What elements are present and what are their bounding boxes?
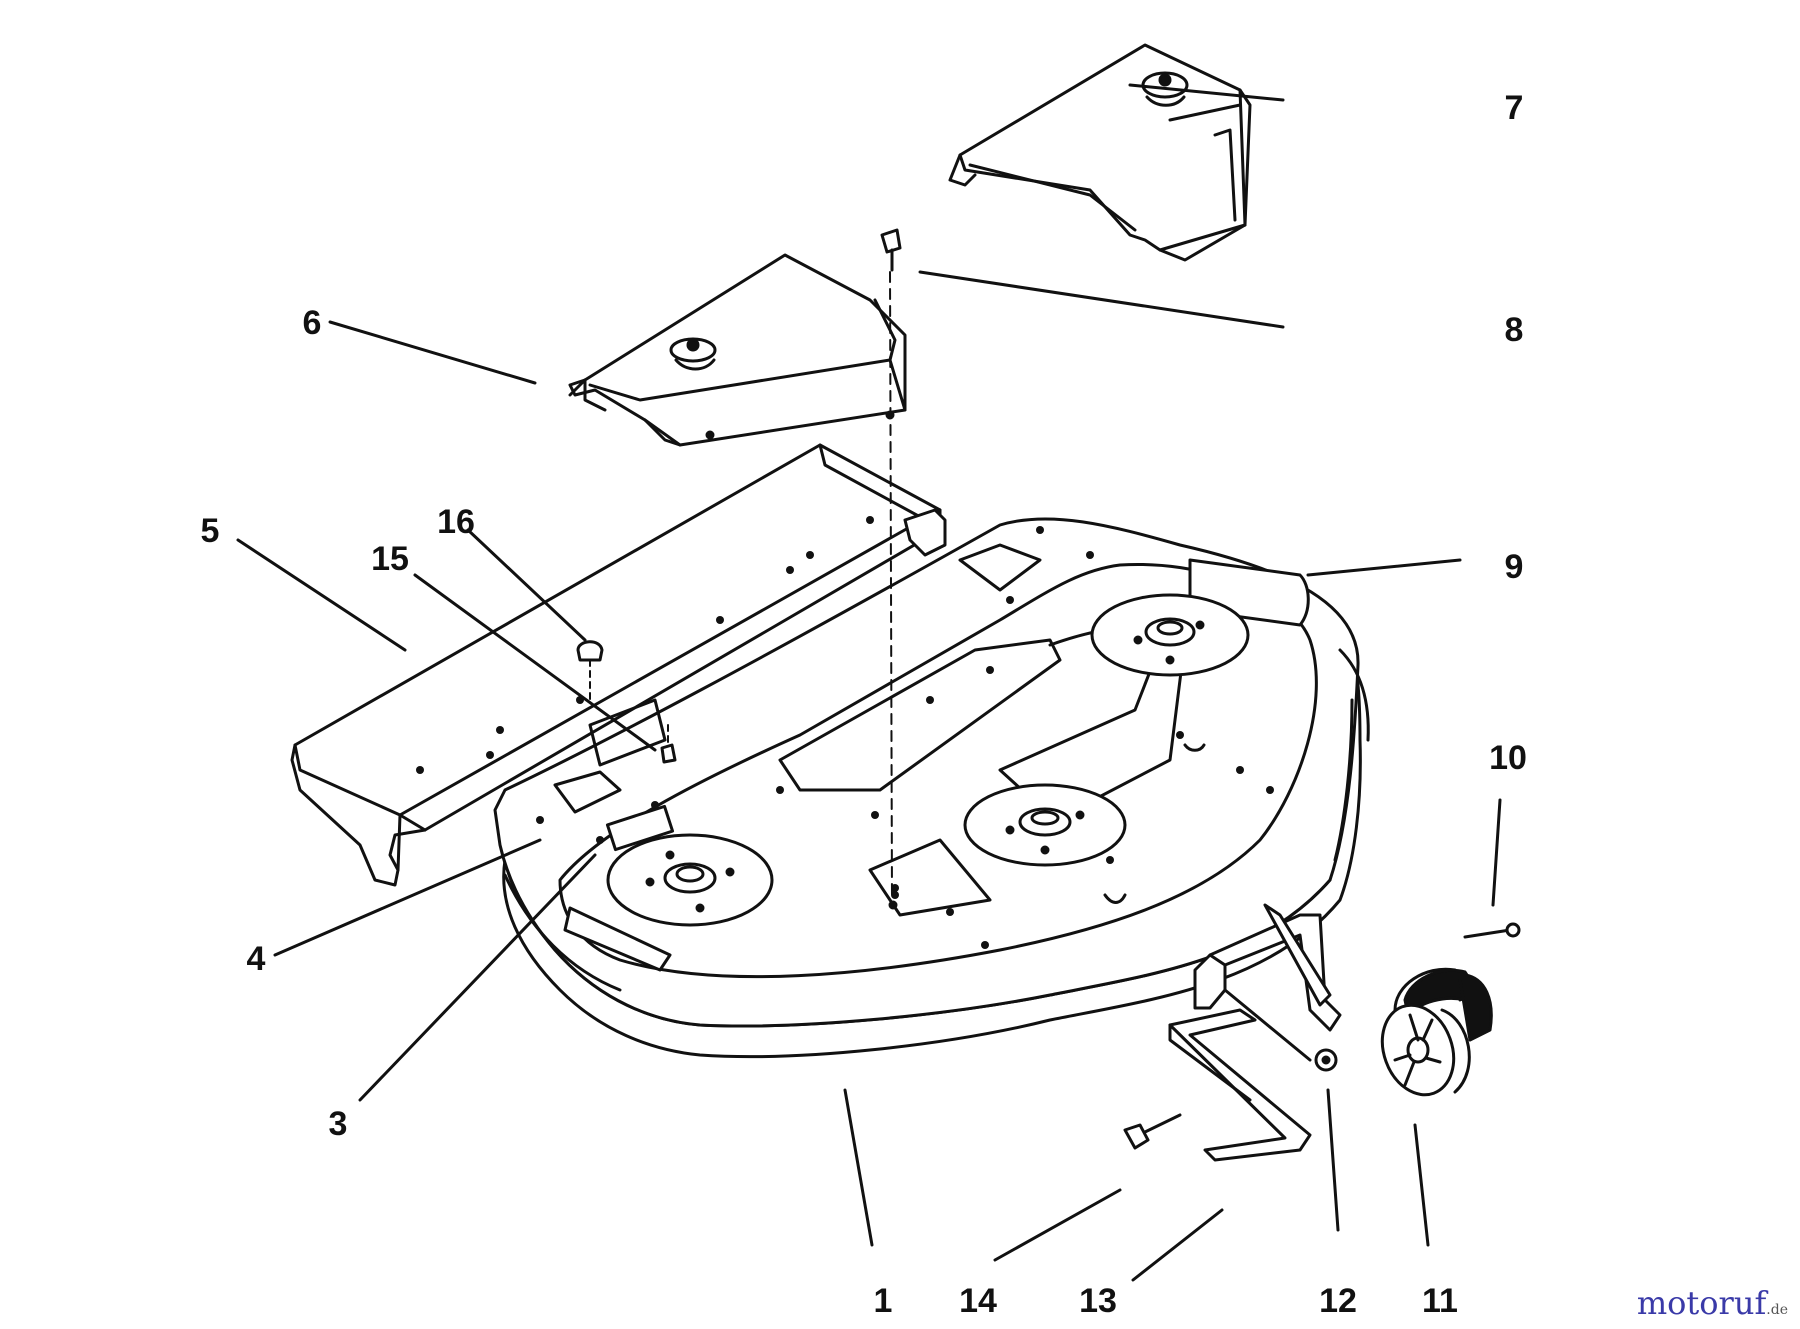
callout-10: 10 — [1489, 739, 1527, 777]
front-cover — [290, 443, 947, 887]
callout-7: 7 — [1504, 89, 1524, 127]
callout-12: 12 — [1319, 1282, 1357, 1320]
mower-deck — [493, 517, 1370, 1059]
callout-15: 15 — [371, 540, 409, 578]
watermark-tld: .de — [1766, 1302, 1788, 1318]
wheel-bracket — [1123, 903, 1521, 1162]
gauge-wheel — [1380, 967, 1493, 1097]
callout-5: 5 — [200, 512, 220, 550]
callout-8: 8 — [1504, 311, 1524, 349]
callout-9: 9 — [1504, 548, 1524, 586]
callout-4: 4 — [246, 940, 266, 978]
cover-bolt — [576, 228, 902, 910]
callout-14: 14 — [959, 1282, 997, 1320]
callout-1: 1 — [873, 1282, 893, 1320]
callout-13: 13 — [1079, 1282, 1117, 1320]
callout-11: 11 — [1422, 1282, 1458, 1320]
motoruf-watermark: motoruf.de — [1637, 1287, 1788, 1319]
belt-cover-right — [948, 43, 1252, 262]
leader-lines — [236, 83, 1502, 1282]
callout-3: 3 — [328, 1105, 348, 1143]
belt-cover-left — [568, 253, 907, 447]
watermark-text: motoruf — [1636, 1284, 1767, 1322]
callout-16: 16 — [437, 503, 475, 541]
callout-6: 6 — [302, 304, 322, 342]
